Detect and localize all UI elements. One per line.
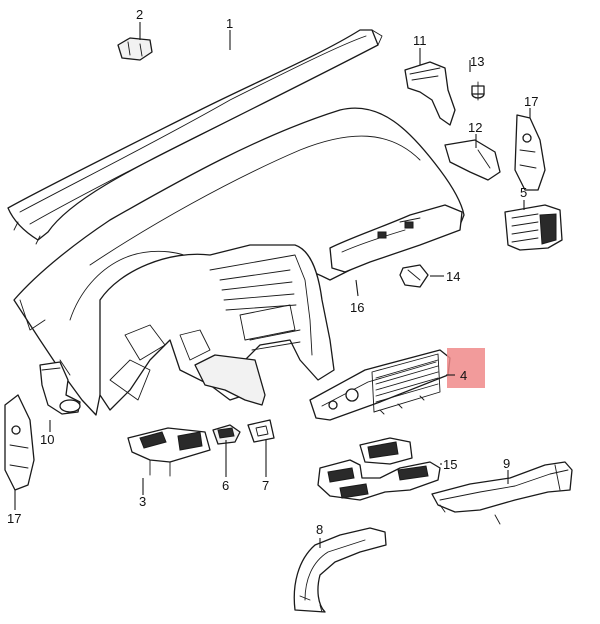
callout-labels: 1 2 3 4 5 6 7 8 9 10 11 12 13 14 15 16 1…	[7, 7, 538, 537]
part-12-cover	[444, 139, 501, 181]
vent-louvres	[371, 353, 441, 413]
callout-6: 6	[222, 478, 229, 493]
part-9-air-duct	[431, 461, 573, 525]
part-17-side-panel-right	[514, 114, 546, 191]
part-8-air-duct	[293, 527, 387, 613]
callout-9: 9	[503, 456, 510, 471]
part-5-side-vent	[504, 204, 563, 251]
part-7-cover	[247, 419, 275, 443]
part-14-clip	[399, 264, 429, 288]
callout-10: 10	[40, 432, 54, 447]
callout-4: 4	[460, 368, 467, 383]
callout-8: 8	[316, 522, 323, 537]
callout-11: 11	[413, 33, 427, 48]
part-6-switch	[212, 424, 241, 445]
callout-2: 2	[136, 7, 143, 22]
callout-5: 5	[520, 185, 527, 200]
callout-3: 3	[139, 494, 146, 509]
callout-13: 13	[470, 54, 484, 69]
part-10-duct-piece	[39, 361, 81, 415]
callout-1: 1	[226, 16, 233, 31]
dashboard-main-body	[13, 107, 465, 416]
part-1-dash-top-trim	[7, 29, 383, 245]
part-3-switch-panel	[127, 427, 211, 477]
callout-15: 15	[443, 457, 457, 472]
part-4-center-vent	[309, 349, 451, 421]
callout-17-left: 17	[7, 511, 21, 526]
callout-12: 12	[468, 120, 482, 135]
callout-4-highlight	[447, 348, 485, 388]
callout-17-right: 17	[524, 94, 538, 109]
callout-16: 16	[350, 300, 364, 315]
part-15-vent-assembly	[317, 437, 441, 501]
part-13-bolt	[471, 81, 485, 101]
part-2-clip	[117, 37, 153, 61]
callout-7: 7	[262, 478, 269, 493]
callout-14: 14	[446, 269, 460, 284]
leader-lines	[14, 22, 531, 548]
part-17-side-panel-left	[4, 394, 35, 491]
part-11-bracket	[404, 61, 456, 126]
